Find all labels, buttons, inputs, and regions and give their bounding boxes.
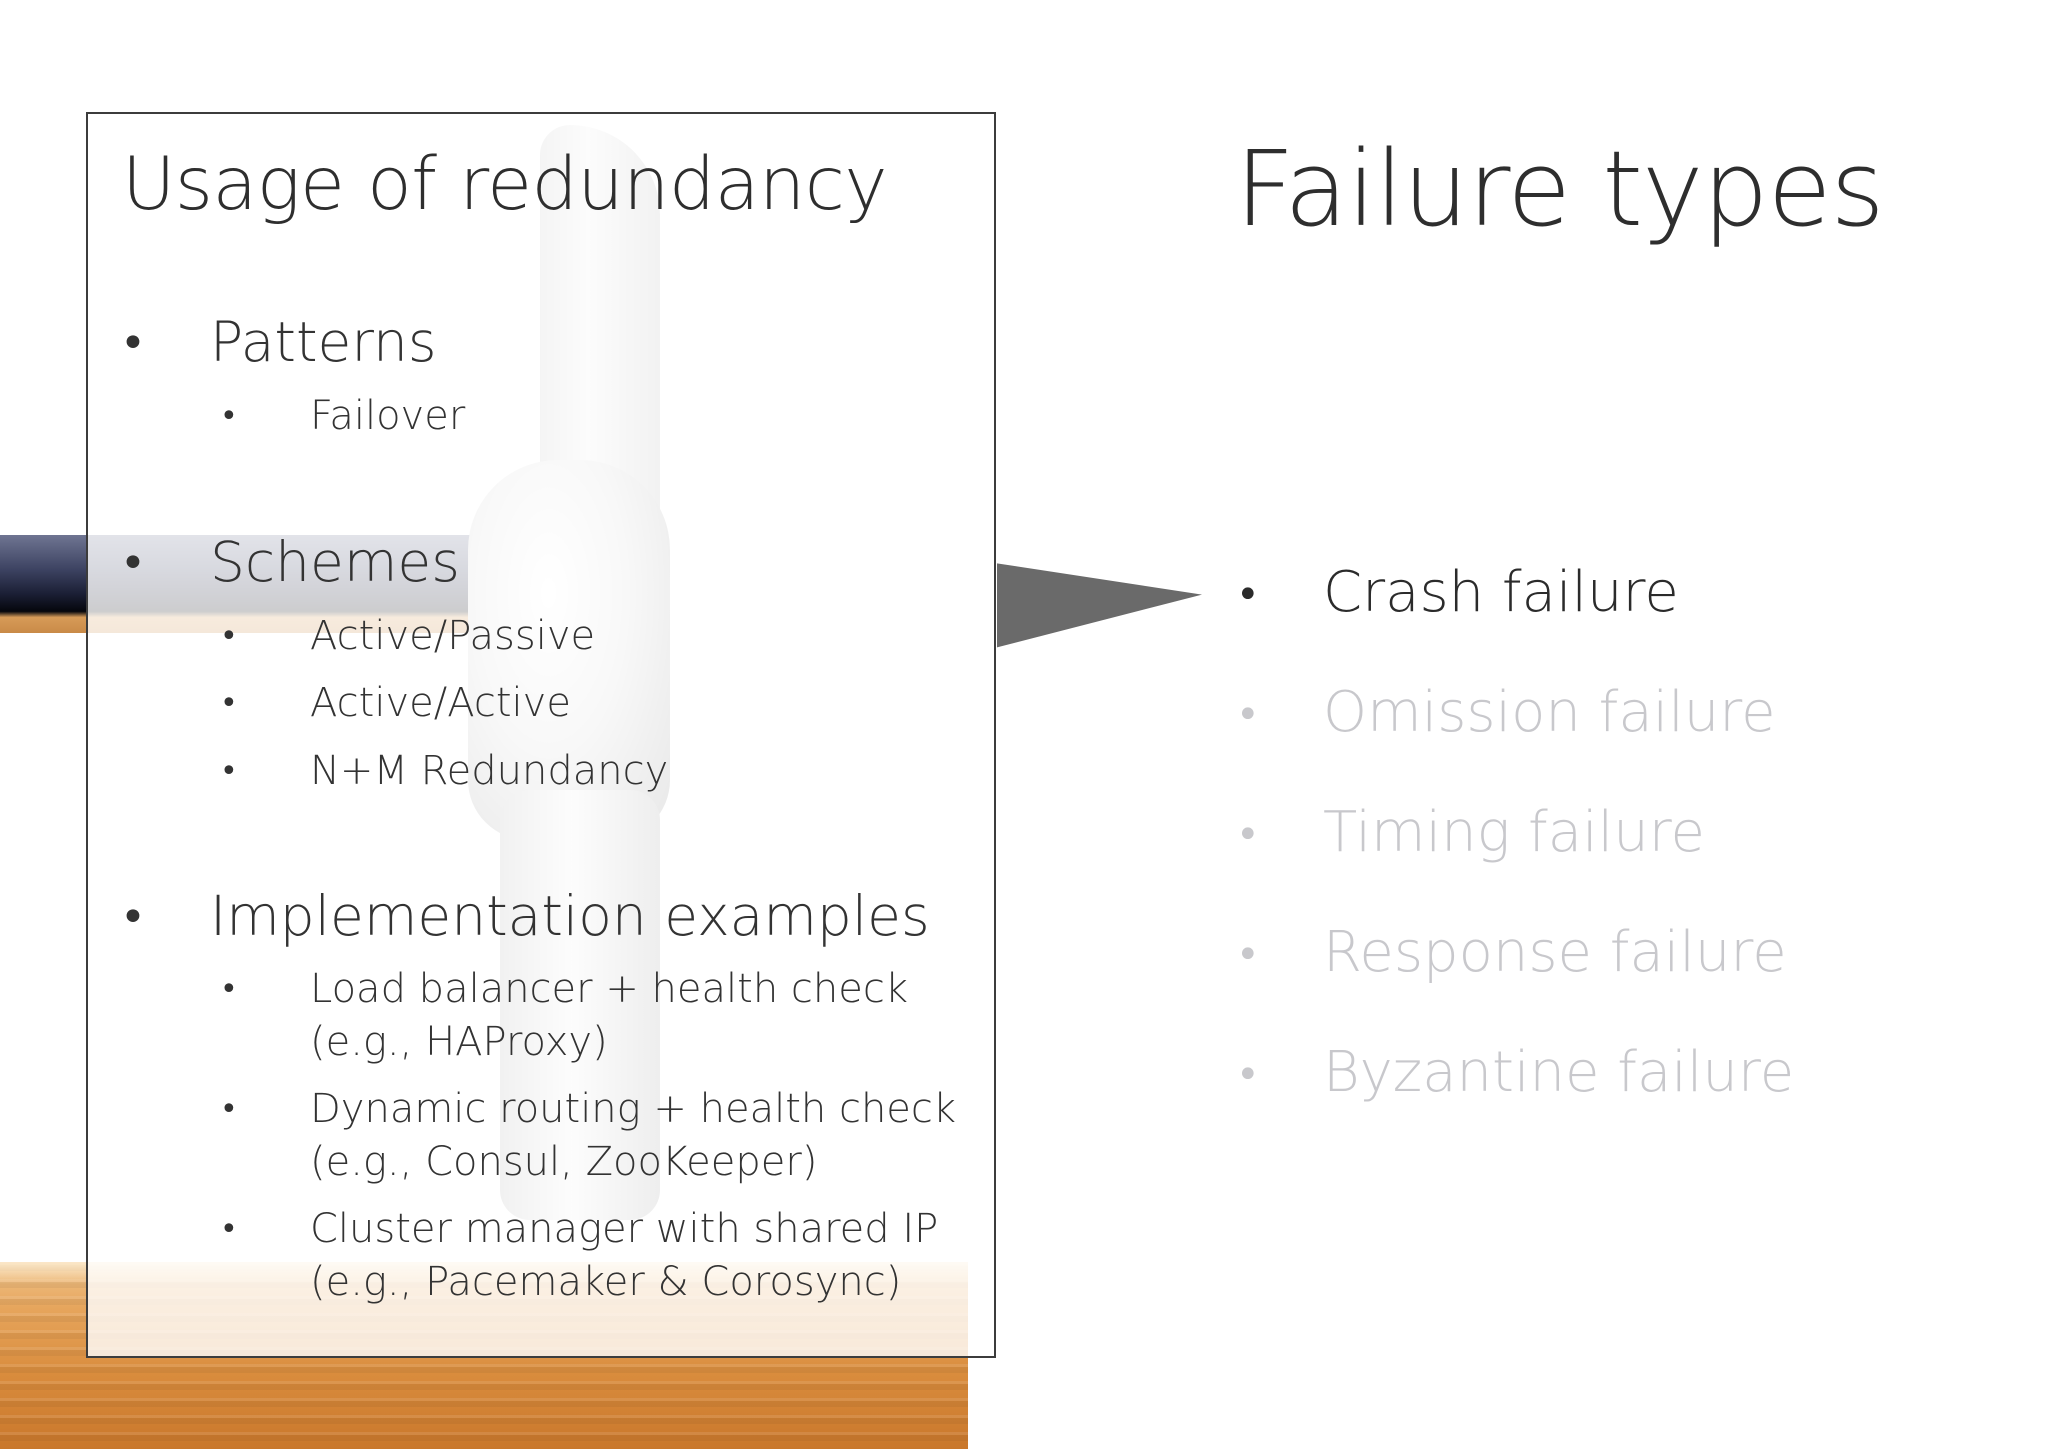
bullet-dot: • xyxy=(1236,692,1260,738)
list-item-line: (e.g., Consul, ZooKeeper) xyxy=(310,1139,818,1185)
callout-pointer xyxy=(997,552,1202,648)
list-item: Cluster manager with shared IP (e.g., Pa… xyxy=(310,1203,938,1309)
list-item: Active/Active xyxy=(310,680,571,726)
failure-type-timing: Timing failure xyxy=(1323,800,1705,865)
sub-bullet-dot: • xyxy=(220,754,238,789)
sub-bullet-dot: • xyxy=(220,399,238,434)
background-fade xyxy=(0,633,86,1262)
list-item: Dynamic routing + health check (e.g., Co… xyxy=(310,1083,956,1189)
sub-bullet-dot: • xyxy=(220,972,238,1007)
usage-of-redundancy-panel: Usage of redundancy • Patterns • Failove… xyxy=(86,112,996,1358)
panel-title: Usage of redundancy xyxy=(122,142,888,227)
slide-title: Failure types xyxy=(1235,128,1885,250)
failure-type-response: Response failure xyxy=(1323,920,1787,985)
sub-bullet-dot: • xyxy=(220,1212,238,1247)
bullet-dot: • xyxy=(1236,932,1260,978)
list-item-line: Cluster manager with shared IP xyxy=(310,1206,939,1252)
failure-type-crash: Crash failure xyxy=(1323,560,1679,625)
bullet-dot: • xyxy=(1236,812,1260,858)
section-heading-patterns: Patterns xyxy=(210,310,437,374)
failure-type-omission: Omission failure xyxy=(1323,680,1776,745)
list-item: Active/Passive xyxy=(310,613,596,659)
list-item-line: (e.g., Pacemaker & Corosync) xyxy=(310,1259,902,1305)
failure-type-byzantine: Byzantine failure xyxy=(1323,1040,1795,1105)
bullet-dot: • xyxy=(120,318,146,369)
list-item: N+M Redundancy xyxy=(310,748,669,794)
bullet-dot: • xyxy=(1236,1052,1260,1098)
bullet-dot: • xyxy=(1236,572,1260,618)
list-item: Failover xyxy=(310,393,466,439)
section-heading-implementation-examples: Implementation examples xyxy=(210,884,930,948)
section-heading-schemes: Schemes xyxy=(210,530,460,594)
bullet-dot: • xyxy=(120,538,146,589)
list-item: Load balancer + health check (e.g., HAPr… xyxy=(310,963,908,1069)
list-item-line: (e.g., HAProxy) xyxy=(310,1019,608,1065)
sub-bullet-dot: • xyxy=(220,1092,238,1127)
bullet-dot: • xyxy=(120,892,146,943)
sub-bullet-dot: • xyxy=(220,686,238,721)
list-item-line: Dynamic routing + health check xyxy=(310,1086,957,1132)
sub-bullet-dot: • xyxy=(220,619,238,654)
list-item-line: Load balancer + health check xyxy=(310,966,908,1012)
background-wash xyxy=(1000,600,2048,1449)
